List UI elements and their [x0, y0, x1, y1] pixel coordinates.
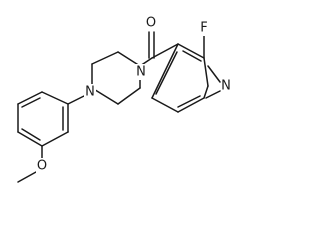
- pyr-bond-2: [203, 57, 209, 87]
- label-bg: [84, 84, 96, 100]
- pyr-double-2: [177, 95, 201, 108]
- pyr-double-1: [182, 50, 202, 62]
- ph-bond-2: [17, 91, 43, 105]
- piperazine-nitrogen-right-label: N: [136, 65, 146, 80]
- piperazine-ring: [91, 51, 141, 105]
- carbonyl-group: [148, 31, 155, 59]
- pyr-bond-5: [151, 97, 179, 113]
- pyr-n-bond-a: [207, 65, 221, 83]
- pyridine-ring: [151, 35, 209, 113]
- phenyl-ring: [17, 91, 69, 147]
- pyridine-nitrogen-bonds: [205, 65, 221, 99]
- atom-labels: O F N N N O: [36, 15, 232, 174]
- pyr-bond-6: [151, 43, 179, 99]
- pip-bond-1: [117, 51, 141, 67]
- ph-bond-1: [41, 91, 69, 105]
- methoxy-oxygen-label: O: [37, 159, 47, 174]
- methoxy-group: [17, 145, 43, 183]
- label-bg: [198, 20, 210, 36]
- pip-bond-2: [91, 51, 119, 65]
- chemical-structure-diagram: O F N N N O: [17, 15, 232, 183]
- carbonyl-oxygen-label: O: [146, 16, 156, 31]
- label-bg: [135, 64, 147, 80]
- pyr-double-3: [155, 51, 178, 95]
- bond-piperazine-phenyl: [67, 95, 85, 105]
- pip-bond-5: [117, 87, 141, 105]
- pyr-bond-1: [177, 43, 205, 59]
- ph-double-1: [21, 97, 41, 108]
- label-bg: [220, 78, 232, 94]
- ph-bond-5: [41, 131, 69, 147]
- label-bg: [145, 15, 157, 31]
- pyr-n-bond-b: [205, 90, 221, 99]
- pip-bond-4: [91, 87, 119, 105]
- fluorine-label: F: [200, 21, 207, 36]
- label-bg: [36, 158, 48, 174]
- pyridine-nitrogen-label: N: [221, 79, 231, 94]
- ph-double-2: [21, 128, 41, 141]
- bond-oxygen-methyl: [17, 171, 37, 183]
- piperazine-nitrogen-left-label: N: [85, 85, 95, 100]
- pyr-bond-4: [177, 97, 205, 113]
- bond-carbonyl-pyridine: [151, 43, 179, 59]
- ph-bond-4: [17, 131, 43, 147]
- pyr-bond-3: [203, 85, 209, 99]
